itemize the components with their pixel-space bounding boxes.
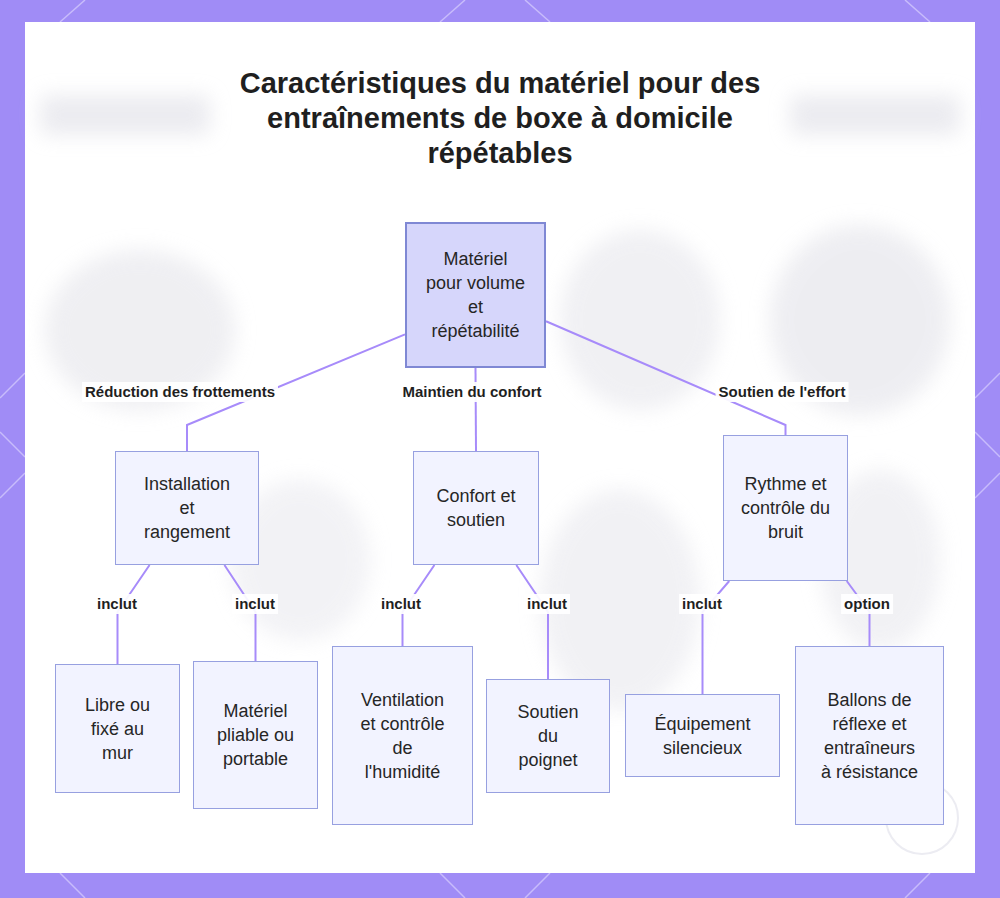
connector-line: [118, 565, 150, 664]
node-label: Confort et soutien: [429, 484, 524, 532]
edge-label: inclut: [378, 594, 424, 614]
edge-label: option: [841, 594, 893, 614]
node-label: Soutien du poignet: [513, 700, 583, 772]
edge-label: inclut: [232, 594, 278, 614]
category-box: Ballons de réflexe et entraîneurs à rési…: [795, 646, 944, 825]
edge-label: inclut: [679, 594, 725, 614]
connector-line: [475, 368, 478, 451]
node-label: Matériel pour volume et répétabilité: [424, 247, 528, 343]
category-box: Matériel pliable ou portable: [193, 661, 318, 809]
node-label: Équipement silencieux: [647, 712, 759, 760]
panel: [25, 22, 975, 873]
category-box: Soutien du poignet: [486, 679, 610, 793]
connector-line: [546, 321, 786, 435]
category-box: Confort et soutien: [413, 451, 539, 565]
category-box: Libre ou fixé au mur: [55, 664, 180, 793]
edge-label: inclut: [524, 594, 570, 614]
edge-label: inclut: [94, 594, 140, 614]
category-box: Installation et rangement: [115, 451, 259, 565]
node-label: Matériel pliable ou portable: [206, 699, 306, 771]
category-box: Équipement silencieux: [625, 694, 780, 777]
root-box: Matériel pour volume et répétabilité: [405, 222, 546, 368]
connector-line: [516, 565, 548, 679]
edge-label: Soutien de l'effort: [716, 382, 849, 402]
diagram-title: Caractéristiques du matériel pour des en…: [200, 66, 800, 171]
node-label: Rythme et contrôle du bruit: [740, 472, 832, 544]
edge-label: Réduction des frottements: [82, 382, 278, 402]
node-label: Ballons de réflexe et entraîneurs à rési…: [821, 688, 919, 784]
node-label: Libre ou fixé au mur: [78, 693, 158, 765]
blurred-background: [40, 95, 960, 710]
category-box: Rythme et contrôle du bruit: [723, 435, 848, 581]
category-box: Ventilation et contrôle de l'humidité: [332, 646, 473, 825]
node-label: Ventilation et contrôle de l'humidité: [357, 688, 449, 784]
edge-label: Maintien du confort: [399, 382, 544, 402]
node-label: Installation et rangement: [137, 472, 237, 544]
